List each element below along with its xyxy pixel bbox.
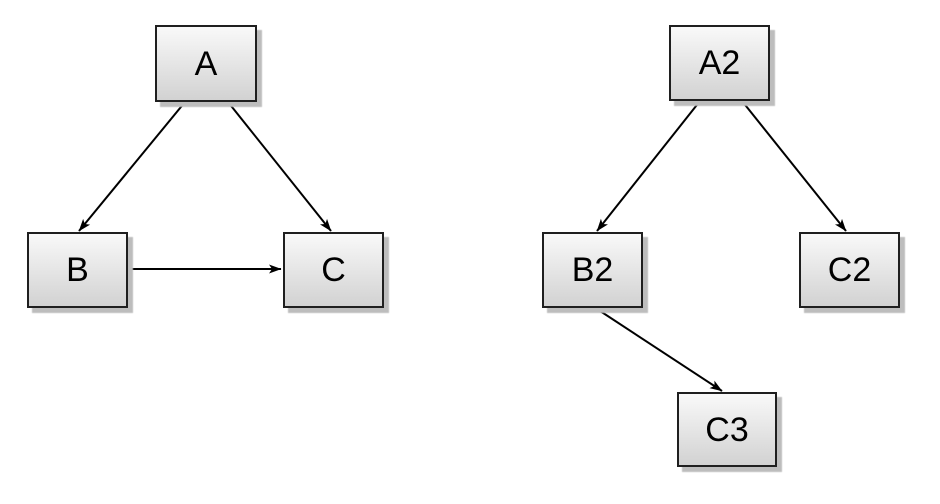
node-A2[interactable]: A2 [669,25,770,101]
edge-B2-to-C3[interactable] [593,306,723,392]
node-label: C3 [705,410,749,449]
node-B2[interactable]: B2 [542,232,643,308]
edge-A-to-C[interactable] [227,101,332,232]
node-B[interactable]: B [27,232,128,308]
node-label: B [66,251,89,289]
edge-A2-to-C2[interactable] [741,100,847,232]
edge-A-to-B[interactable] [78,101,186,232]
node-label: A2 [698,44,741,82]
node-C[interactable]: C [283,232,384,308]
node-label: C [321,251,346,289]
node-label: C2 [827,251,872,289]
node-label: A [194,44,218,83]
node-C3[interactable]: C3 [677,392,777,467]
node-label: B2 [571,251,614,289]
edge-A2-to-B2[interactable] [596,100,701,232]
node-A[interactable]: A [155,25,257,102]
node-C2[interactable]: C2 [799,232,900,308]
